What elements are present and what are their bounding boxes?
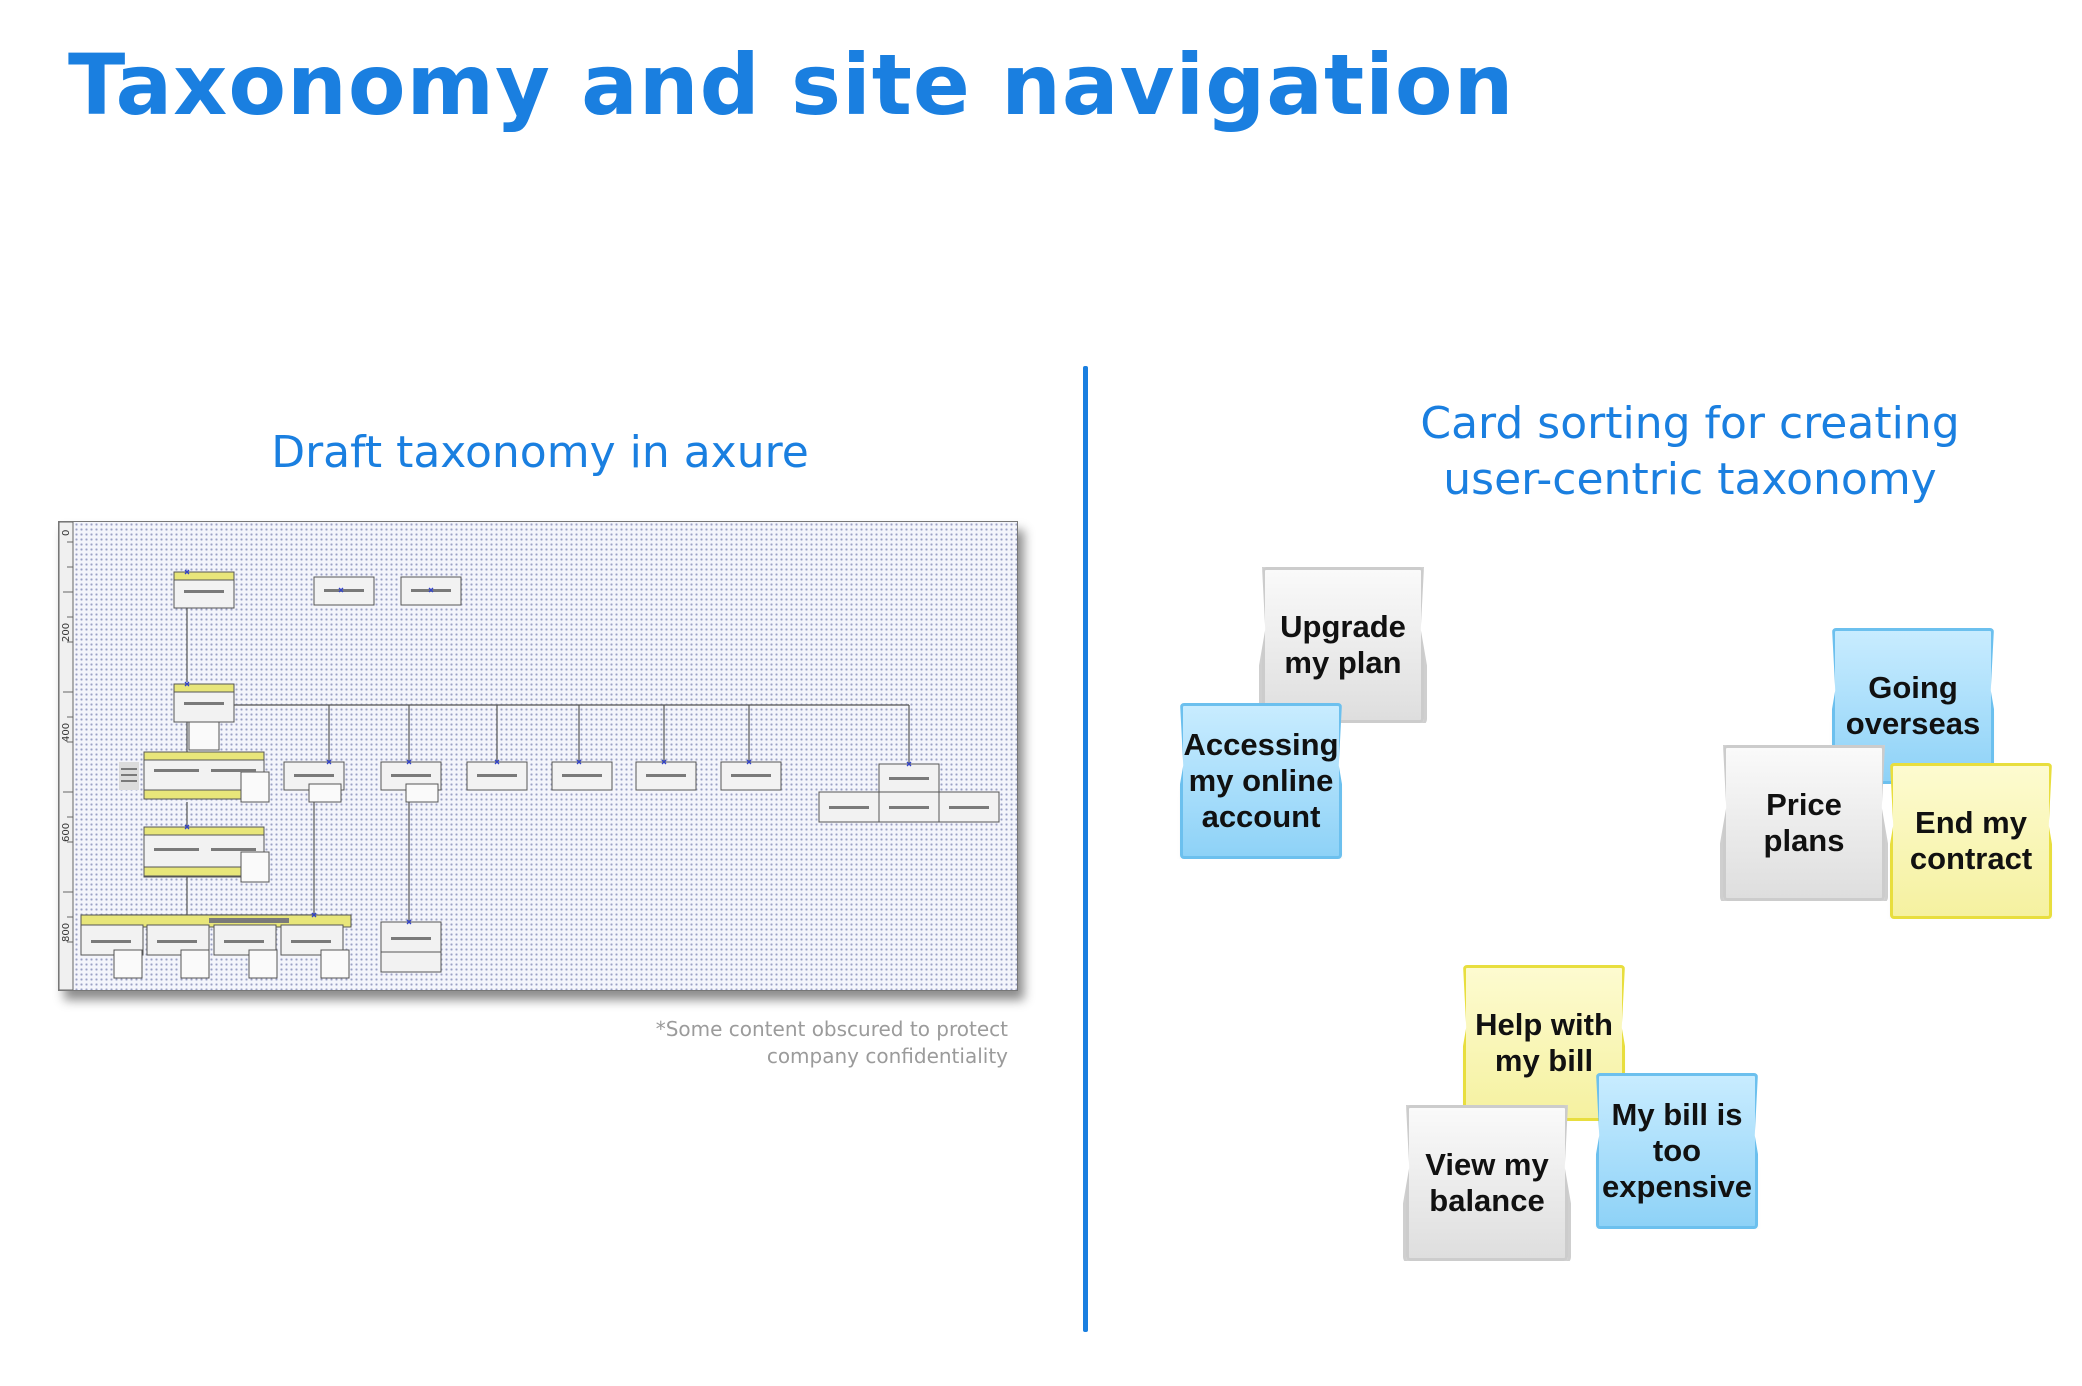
card-price-plans: Price plans [1720,745,1888,901]
note-line-1: *Some content obscured to protect [655,1017,1008,1041]
card-sorting-heading-line2: user-centric taxonomy [1443,454,1937,505]
draft-taxonomy-heading: Draft taxonomy in axure [271,427,809,478]
card-upgrade-my-plan: Upgrade my plan [1259,567,1427,723]
card-going-overseas: Going overseas [1832,628,1994,784]
page-title: Taxonomy and site navigation [68,36,1515,134]
card-view-my-balance: View my balance [1403,1105,1571,1261]
axure-taxonomy-diagram: 0 200 400 600 800 [58,521,1018,991]
note-line-2: company confidentiality [766,1044,1008,1068]
vertical-ruler [59,522,74,990]
section-divider [1083,366,1088,1332]
card-accessing-online-account: Accessing my online account [1180,703,1342,859]
axure-diagram-svg: 0 200 400 600 800 [59,522,1000,990]
ruler-label-200: 200 [61,623,72,642]
card-end-my-contract: End my contract [1890,763,2052,919]
ruler-label-400: 400 [61,723,72,742]
card-sorting-heading-line1: Card sorting for creating [1420,398,1960,449]
diagram-boxes [80,571,1000,979]
ruler-label-600: 600 [61,823,72,842]
ruler-label-800: 800 [61,923,72,942]
connector-markers [184,569,912,925]
ruler-ticks [63,541,73,943]
ruler-label-0: 0 [61,530,72,536]
obscured-labels [91,589,989,943]
confidentiality-note: *Some content obscured to protect compan… [600,1016,1008,1070]
card-bill-too-expensive: My bill is too expensive [1596,1073,1758,1229]
card-sorting-heading: Card sorting for creating user-centric t… [1340,396,2040,508]
